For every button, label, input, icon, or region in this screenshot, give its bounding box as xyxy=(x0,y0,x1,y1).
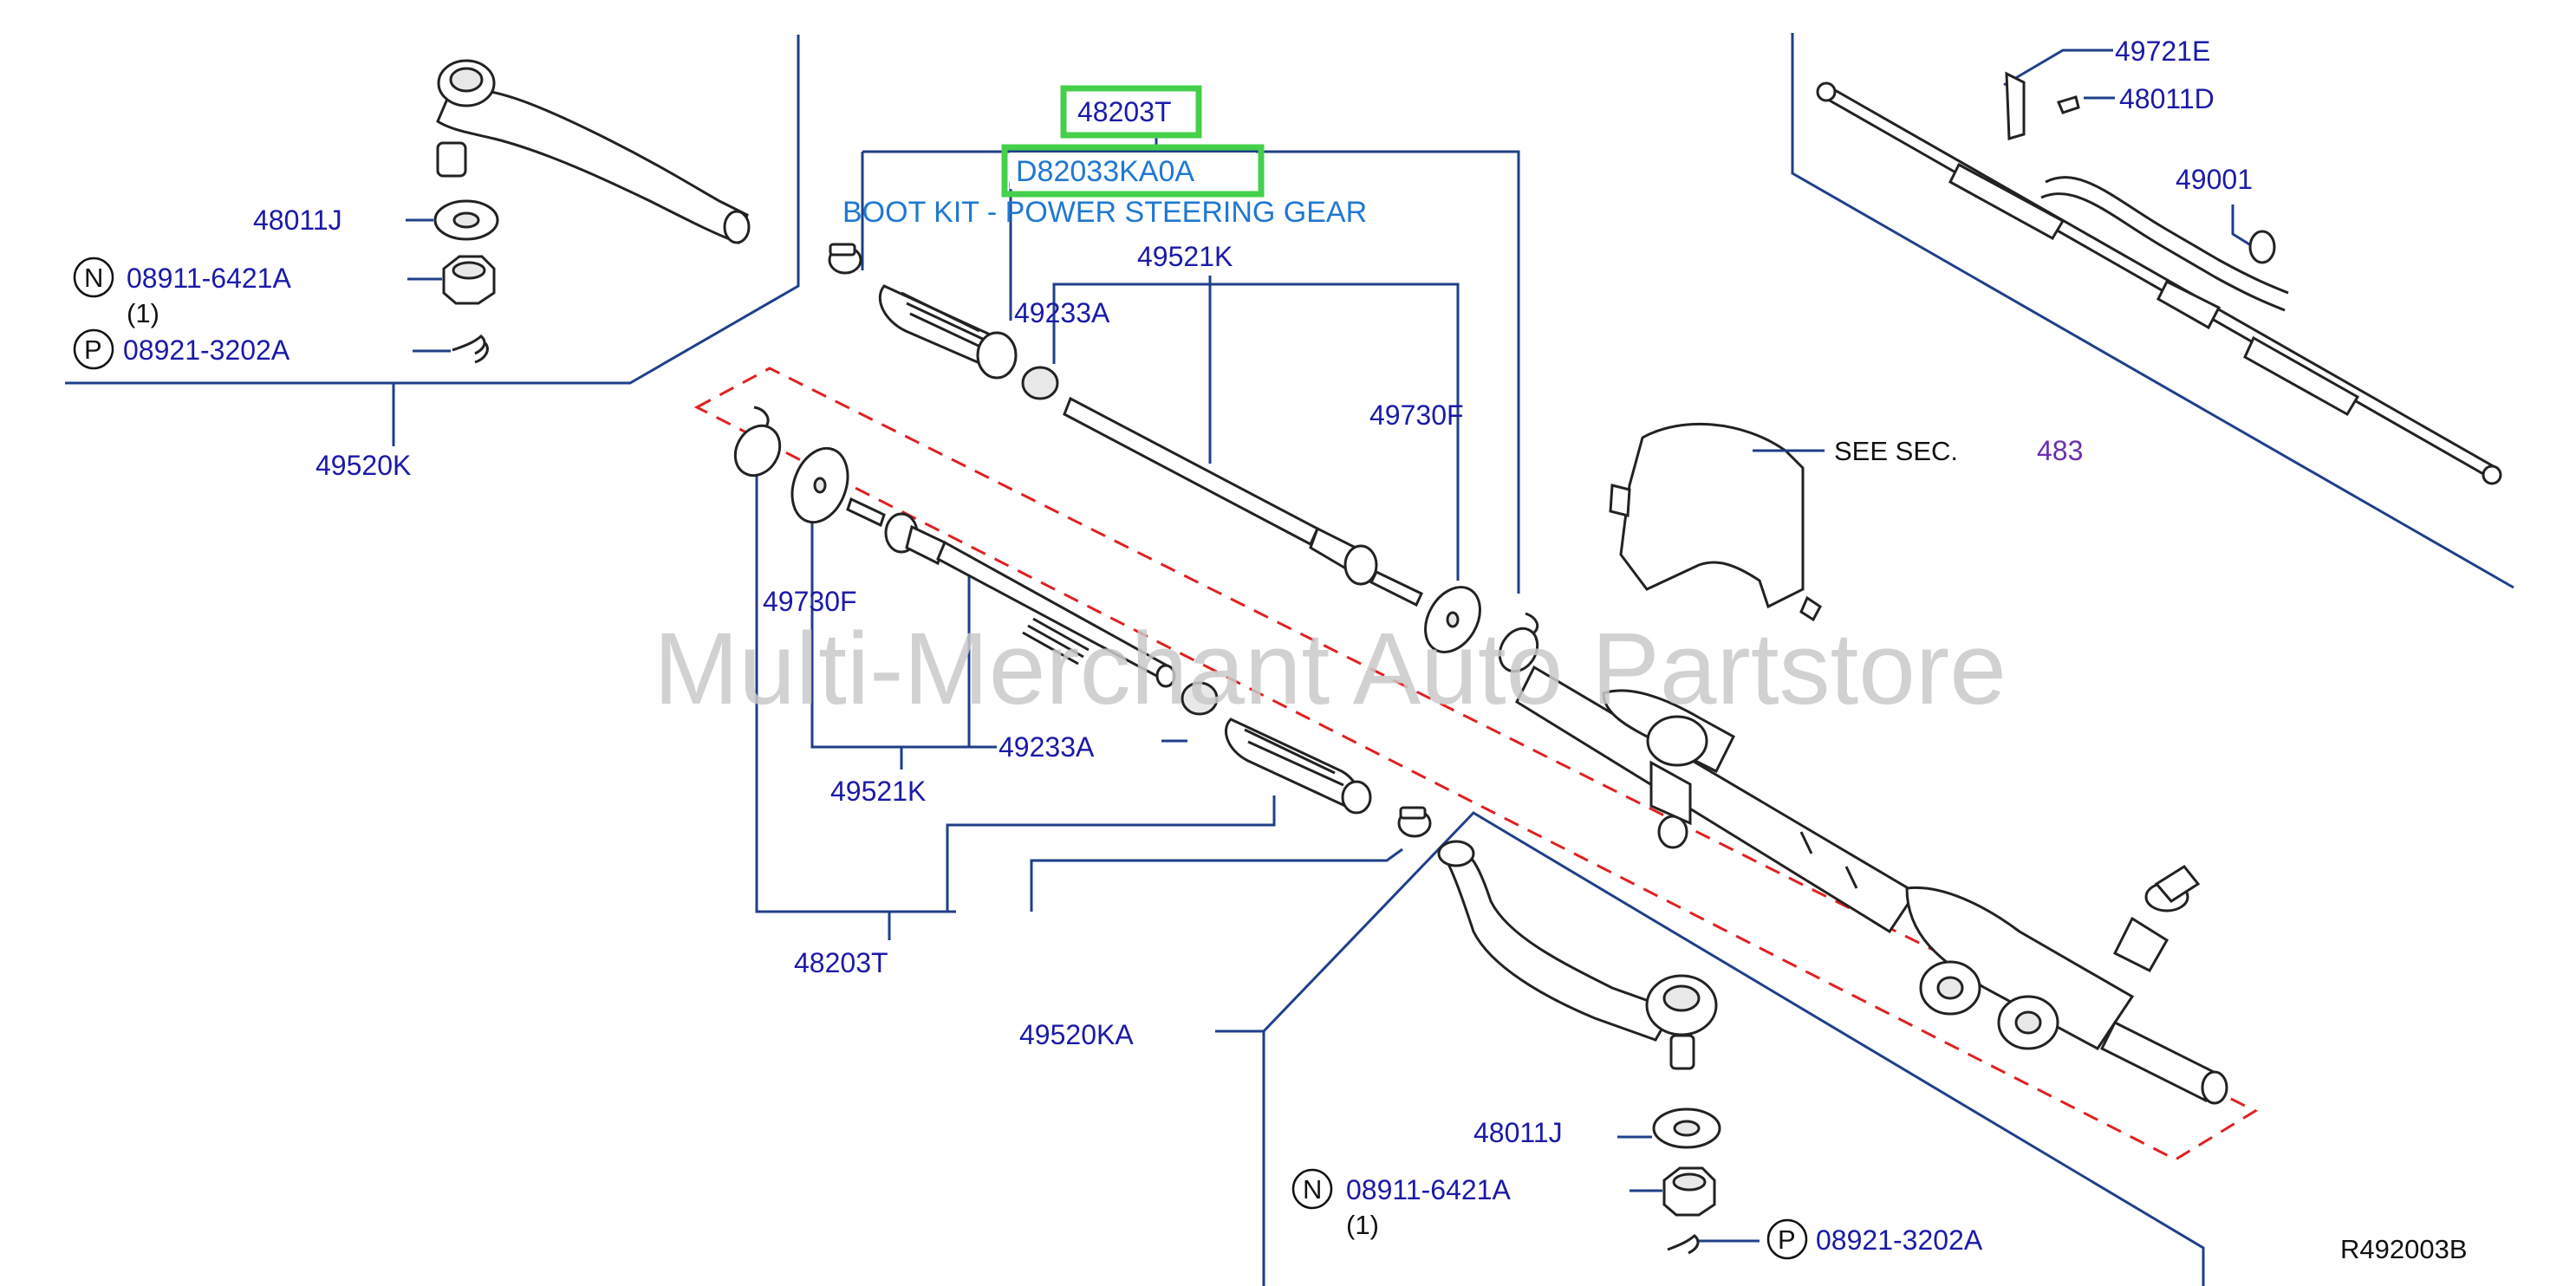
boot-upper-part xyxy=(878,284,1018,380)
boot-clamp-lower-part xyxy=(1397,806,1432,838)
p-symbol-lower-letter: P xyxy=(1778,1224,1796,1255)
label-49730F-left[interactable]: 49730F xyxy=(763,586,857,617)
panel-top-left: 48011J N 08911-6421A (1) P 08921-3202A 4… xyxy=(65,35,800,481)
leader-48203T-bottom-left xyxy=(755,475,956,913)
panel-border-bottom xyxy=(1262,811,2205,1286)
n-symbol-lower-letter: N xyxy=(1303,1174,1322,1205)
boot-lower-part xyxy=(1225,718,1372,815)
outer-tie-rod-end-part xyxy=(436,59,751,244)
label-49520KA[interactable]: 49520KA xyxy=(1019,1019,1134,1050)
p-symbol-lower-icon xyxy=(1766,1218,1808,1260)
label-08911-br[interactable]: 08911-6421A xyxy=(1346,1174,1511,1205)
label-49001[interactable]: 49001 xyxy=(2176,164,2253,195)
n-symbol-letter: N xyxy=(84,263,103,293)
watermark: Multi-Merchant Auto Partstore xyxy=(654,612,2007,726)
n-symbol-icon xyxy=(73,257,114,298)
label-48011J-tl[interactable]: 48011J xyxy=(253,205,342,236)
label-49730F-right[interactable]: 49730F xyxy=(1369,399,1464,431)
p-symbol-icon xyxy=(73,328,114,370)
qty-br: (1) xyxy=(1346,1210,1379,1240)
part-code-48203T[interactable]: 48203T xyxy=(1077,96,1172,127)
label-48203T-bottom[interactable]: 48203T xyxy=(794,947,888,978)
upper-inner-assembly: 49521K 49233A 49730F xyxy=(828,241,1539,673)
label-48011J-br[interactable]: 48011J xyxy=(1473,1117,1563,1148)
lock-ring-upper-part xyxy=(1498,612,1539,673)
label-49520K[interactable]: 49520K xyxy=(315,450,411,481)
rack-assembly-overview-part xyxy=(1816,71,2502,485)
diagram-code: R492003B xyxy=(2340,1234,2468,1264)
n-symbol-lower-icon xyxy=(1291,1168,1333,1210)
washer-49730F-left-part xyxy=(790,446,849,524)
part-code-bg xyxy=(1069,94,1194,130)
sku-D82033KA0A[interactable]: D82033KA0A xyxy=(1016,155,1194,188)
washer-part xyxy=(433,199,499,241)
boot-clamp-upper-part xyxy=(828,243,862,275)
leader-49001 xyxy=(2231,205,2254,249)
leader-49521K-lower xyxy=(810,511,971,749)
qty-tl: (1) xyxy=(127,298,159,328)
highlight-box-part-code xyxy=(1060,85,1202,139)
label-49233A-lower[interactable]: 49233A xyxy=(999,731,1095,763)
bushing-lower-part xyxy=(1181,681,1219,716)
p-symbol-letter: P xyxy=(84,334,102,365)
label-08921-tl[interactable]: 08921-3202A xyxy=(123,334,290,366)
nut-lower-part xyxy=(1662,1166,1716,1217)
label-49521K-lower[interactable]: 49521K xyxy=(830,776,926,807)
label-49521K-upper[interactable]: 49521K xyxy=(1137,241,1233,272)
outer-tie-rod-end-lower-part xyxy=(1437,840,1718,1070)
label-49721E[interactable]: 49721E xyxy=(2115,36,2210,67)
cotter-pin-lower-part xyxy=(1667,1234,1700,1255)
bushing-upper-part xyxy=(1021,366,1059,400)
panel-border-top-right xyxy=(1791,33,2514,589)
steering-rack-housing-part xyxy=(1515,665,2228,1105)
label-49233A-upper[interactable]: 49233A xyxy=(1014,297,1110,328)
nut-part xyxy=(442,255,496,305)
washer-lower-part xyxy=(1652,1107,1721,1149)
washer-49730F-right-part xyxy=(1424,586,1481,653)
leader-48203T-boot xyxy=(946,796,1276,912)
inner-tie-rod-upper-part xyxy=(1063,396,1423,607)
rack-assembly-boundary xyxy=(693,367,2259,1161)
label-08911-tl[interactable]: 08911-6421A xyxy=(127,263,291,294)
see-section-link[interactable]: 483 xyxy=(2037,435,2083,466)
highlight-box-sku xyxy=(1001,144,1265,198)
boot-kit-description: BOOT KIT - POWER STEERING GEAR xyxy=(842,196,1367,229)
panel-border-top-left xyxy=(65,35,800,385)
see-section-text: SEE SEC. xyxy=(1834,436,1958,466)
cotter-pin-part xyxy=(452,334,489,364)
leader-49721E xyxy=(2003,49,2113,87)
label-48011D[interactable]: 48011D xyxy=(2119,83,2215,114)
panel-bottom: 49520KA 48011J N 08911-6421A (1) P 08921… xyxy=(1019,811,2205,1286)
boot-kit-callout: 48203T D82033KA0A BOOT KIT - POWER STEER… xyxy=(842,85,1520,594)
leader-48203T-clamp xyxy=(1030,848,1403,912)
spring-part xyxy=(1022,617,1090,666)
panel-top-right: 49721E 48011D 49001 xyxy=(1791,33,2514,589)
sku-bg xyxy=(1010,153,1256,189)
lower-inner-assembly: 49730F 49233A 49521K 48203T xyxy=(733,406,1432,978)
lock-ring-lower-part xyxy=(733,406,782,477)
label-08921-br[interactable]: 08921-3202A xyxy=(1816,1224,1983,1256)
leader-boot-kit-right xyxy=(862,150,1520,594)
inner-tie-rod-lower-part xyxy=(846,497,1176,688)
heat-shield-part xyxy=(1609,422,1822,622)
